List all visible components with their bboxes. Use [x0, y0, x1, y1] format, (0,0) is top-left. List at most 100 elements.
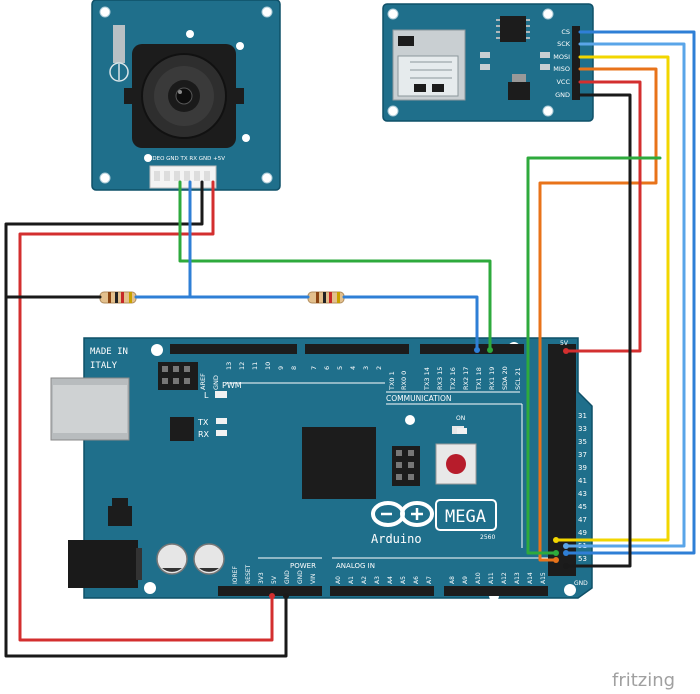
- pin-label: SDA 20: [501, 366, 509, 390]
- communication-label: COMMUNICATION: [386, 394, 452, 403]
- pin-label: A13: [514, 572, 521, 584]
- pin-label: SCL 21: [514, 367, 522, 390]
- pin-number: 37: [578, 451, 587, 459]
- pin-label: A5: [400, 576, 407, 584]
- pin-label: A7: [426, 576, 433, 584]
- wire-endpoints: [269, 347, 569, 599]
- wire-sd-gnd: [564, 93, 632, 568]
- model-label: 2560: [480, 534, 495, 541]
- pin-label: TX2 16: [449, 367, 457, 391]
- pin-number: 47: [578, 516, 587, 524]
- l-label: L: [204, 391, 209, 400]
- pin-label: 2: [375, 366, 383, 370]
- camera-connector-pins: [154, 171, 210, 181]
- pin-label: A11: [488, 572, 495, 584]
- pin-label: A15: [540, 572, 547, 584]
- pin-label: GND: [284, 570, 291, 584]
- header-5v-label: 5V: [560, 340, 569, 347]
- pin-label: RX3 15: [436, 367, 444, 390]
- pin-label: RX1 19: [488, 367, 496, 390]
- pwm-label: PWM: [222, 381, 242, 390]
- pin-label: 3V3: [258, 572, 265, 584]
- analog-pin-labels: A0 A1 A2 A3 A4 A5 A6 A7 A8 A9 A10 A11 A1…: [335, 572, 547, 584]
- pin-label: 6: [323, 366, 331, 370]
- sd-pin-sck: SCK: [557, 40, 571, 48]
- pin-number: 41: [578, 477, 587, 485]
- arduino-logo: Arduino: [371, 501, 434, 546]
- camera-module: VIDEO GND TX RX GND +5V: [91, 0, 281, 191]
- sd-pin-gnd: GND: [555, 91, 570, 99]
- top-pin-labels: AREF GND 13 12 11 10 9 8 7 6 5 4 3 2 TX0…: [199, 362, 522, 391]
- pin-number: 53: [578, 555, 587, 563]
- analog-in-label: ANALOG IN: [336, 562, 375, 570]
- pin-label: A6: [413, 576, 420, 584]
- pin-label: GND: [297, 570, 304, 584]
- pin-label: A2: [361, 576, 368, 584]
- pin-label: 11: [251, 362, 259, 370]
- resistor-2: [307, 291, 345, 304]
- pin-label: 7: [310, 366, 318, 370]
- pin-label: 10: [264, 362, 272, 370]
- pin-label: GND: [212, 375, 220, 390]
- wire-sd-miso: [538, 67, 658, 562]
- fritzing-watermark: fritzing: [612, 670, 675, 691]
- pin-label: 3: [362, 366, 370, 370]
- pin-number: 39: [578, 464, 587, 472]
- wire-red-camera-5v: [18, 180, 274, 642]
- pin-number: 45: [578, 503, 587, 511]
- wire-blue-to-tx1: [342, 295, 479, 352]
- pin-label: TX3 14: [423, 367, 431, 391]
- pin-label: A3: [374, 576, 381, 584]
- on-label: ON: [456, 415, 465, 422]
- pin-label: AREF: [199, 373, 207, 390]
- sd-pin-cs: CS: [561, 28, 570, 36]
- pin-label: 9: [277, 366, 285, 370]
- pin-label: VIN: [310, 574, 317, 584]
- pin-number: 33: [578, 425, 587, 433]
- pin-number: 43: [578, 490, 587, 498]
- pin-label: A4: [387, 576, 394, 584]
- arduino-mega-board: MADE IN ITALY: [50, 337, 593, 601]
- pin-label: A0: [335, 576, 342, 584]
- pin-label: 5V: [271, 575, 278, 584]
- pin-label: 4: [349, 366, 357, 370]
- wire-sd-vcc: [564, 80, 642, 353]
- pin-label: A1: [348, 576, 355, 584]
- pin-label: 5: [336, 366, 344, 370]
- wire-green-camera-tx: [178, 180, 492, 352]
- wire-sd-mosi: [554, 55, 670, 542]
- sd-pin-labels: CS SCK MOSI MISO VCC GND: [553, 28, 571, 99]
- pin-label: IOREF: [232, 566, 239, 584]
- sd-pin-vcc: VCC: [556, 78, 570, 86]
- sd-pin-miso: MISO: [553, 65, 570, 73]
- pin-label: 12: [238, 362, 246, 370]
- pin-label: A10: [475, 572, 482, 584]
- rx-label: RX: [198, 430, 210, 439]
- arduino-logo-text: Arduino: [371, 532, 422, 546]
- tx-label: TX: [197, 418, 209, 427]
- pin-label: A9: [462, 576, 469, 584]
- sd-card-module: CS SCK MOSI MISO VCC GND: [382, 3, 594, 122]
- pin-label: 13: [225, 362, 233, 370]
- power-pin-labels: IOREF RESET 3V3 5V GND GND VIN: [232, 564, 317, 584]
- mega-label: MEGA: [445, 507, 486, 527]
- pin-label: RX0 0: [400, 371, 408, 390]
- header-gnd-label: GND: [574, 580, 588, 587]
- wire-black-camera-gnd: [4, 180, 288, 658]
- sd-pin-mosi: MOSI: [553, 53, 570, 61]
- pin-label: TX0 1: [388, 371, 396, 391]
- power-label: POWER: [290, 562, 316, 570]
- resistor-1: [99, 291, 137, 304]
- pin-number: 31: [578, 412, 587, 420]
- pin-label: 8: [290, 366, 298, 370]
- pin-number: 49: [578, 529, 587, 537]
- pin-label: A12: [501, 572, 508, 584]
- pin-label: A14: [527, 572, 534, 584]
- made-in-label: MADE IN: [90, 347, 128, 357]
- wires: [4, 30, 696, 658]
- pin-label: A8: [449, 576, 456, 584]
- wire-green-header: [526, 156, 662, 555]
- wire-sd-sck: [564, 42, 686, 548]
- pin-label: RESET: [245, 564, 252, 584]
- camera-pin-labels: VIDEO GND TX RX GND +5V: [147, 156, 225, 162]
